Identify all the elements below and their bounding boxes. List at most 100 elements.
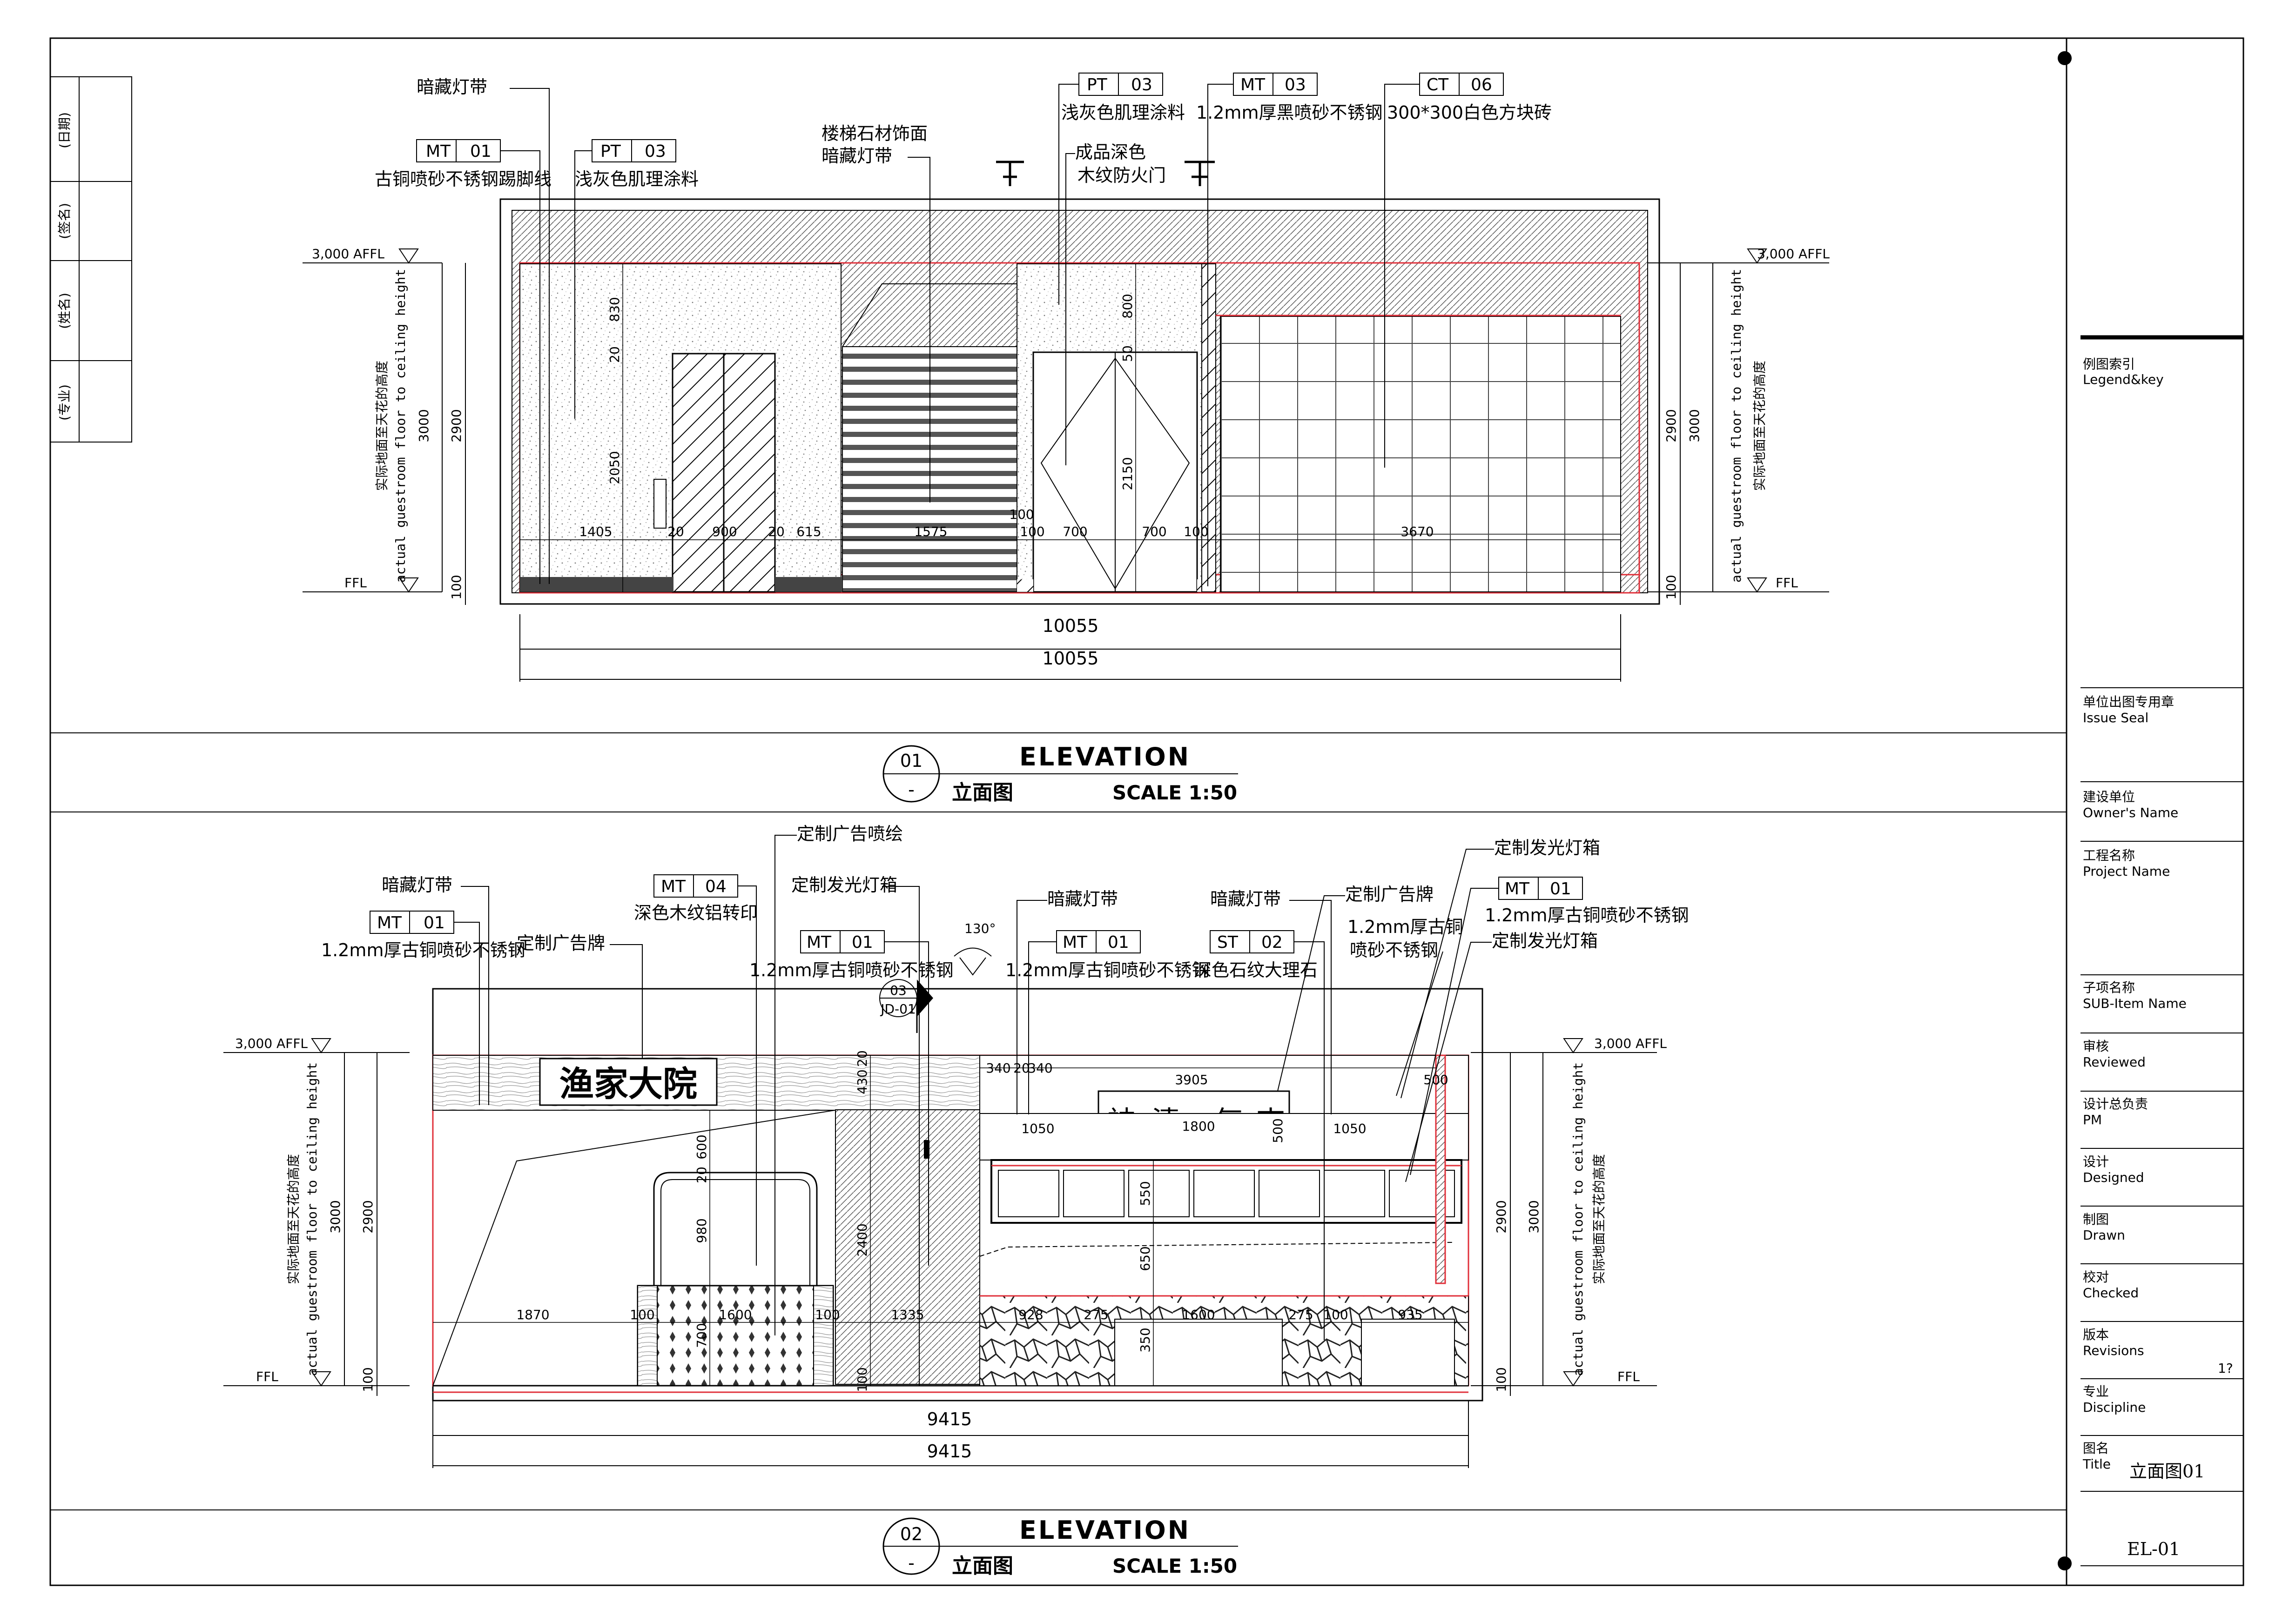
elev02-number: 02 (900, 1524, 922, 1544)
discipline-label: 专业 (2083, 1384, 2109, 1399)
owner-label-en: Owner's Name (2083, 805, 2178, 820)
elev01-annotations: 暗藏灯带 MT 01 古铜喷砂不锈钢踢脚线 PT 03 浅灰色肌理涂料 楼梯石材… (375, 73, 1552, 586)
elev01-light-strip: 暗藏灯带 (417, 77, 487, 97)
elevation1-dims-d700b: 700 (1142, 524, 1166, 539)
elevation2-height-cn: 实际地面至天花的高度 (286, 1154, 301, 1284)
elevation2-height-en: actual guestroom floor to ceiling height (1570, 1062, 1586, 1376)
elevation2-labels-ad-sign: 定制广告牌 (517, 933, 605, 953)
elev02-subtitle: 立面图 (952, 1554, 1013, 1578)
elevation2-labels-st02-tag: ST (1217, 933, 1239, 952)
elev01-mt03-desc: 1.2mm厚黑喷砂不锈钢 (1196, 102, 1382, 123)
elevation2-labels-ad-paint: 定制广告喷绘 (797, 824, 903, 844)
elev01-pt03a-desc: 浅灰色肌理涂料 (575, 169, 699, 189)
elevation2-dims-d350: 350 (1138, 1328, 1153, 1352)
elevation2-labels-mt01-desc: 1.2mm厚古铜喷砂不锈钢 (321, 940, 525, 960)
elevation2-labels-st02-num: 02 (1261, 933, 1283, 952)
project-label: 工程名称 (2083, 848, 2135, 863)
elevation2-labels-lightbox3: 定制发光灯箱 (1492, 931, 1598, 951)
drawn-label: 制图 (2083, 1212, 2109, 1227)
elevation2-labels-st02-desc: 深色石纹大理石 (1194, 960, 1318, 980)
elevation2-dims-d100: 100 (630, 1307, 654, 1322)
elevation2-labels-mt01b-desc: 1.2mm厚古铜喷砂不锈钢 (749, 960, 953, 980)
elev02-section-ref: JD-01 (880, 1001, 916, 1017)
elev01-left-dims: 3,000 AFFL FFL 2900 3000 100 实际地面至天花的高度 … (303, 246, 466, 605)
elevation1-dims-d2050: 2050 (607, 451, 622, 484)
elevation1-dims-d3670: 3670 (1400, 524, 1434, 539)
elevation1-dims-d800: 800 (1120, 294, 1135, 318)
elev01-subtitle: 立面图 (952, 781, 1013, 805)
project-label-en: Project Name (2083, 864, 2170, 879)
elevation1-dims-d615: 615 (796, 524, 821, 539)
elev02-section-num: 03 (890, 983, 907, 998)
elevation2-dims-d430: 430 (855, 1069, 870, 1094)
title-label-en: Title (2082, 1456, 2111, 1472)
elevation2-dims-d1870: 1870 (516, 1307, 549, 1322)
elevation2-dims-d20: 20 (694, 1167, 709, 1183)
elev01-dash: - (908, 779, 915, 800)
legend-label-en: Legend&key (2083, 372, 2164, 387)
elevation2-dims-d700: 700 (694, 1323, 709, 1348)
elevation1-dims-d100c: 100 (1009, 507, 1034, 522)
drawing-title-value: 立面图01 (2129, 1461, 2205, 1482)
elev01-ffl-right: FFL (1776, 575, 1798, 590)
elev02-right-dims: 3,000 AFFL FFL 2900 3000 100 actual gues… (1471, 1036, 1667, 1396)
elevation1-dims-d100: 100 (1020, 524, 1044, 539)
elevation2-dims-h100: 100 (360, 1367, 376, 1392)
sub-item-label: 子项名称 (2083, 980, 2135, 995)
reviewed-label: 审核 (2083, 1039, 2109, 1054)
sign-date: (日期) (57, 112, 72, 148)
owner-label: 建设单位 (2083, 789, 2135, 805)
elev02-total-dim-2: 9415 (927, 1441, 972, 1462)
reviewed-label-en: Reviewed (2083, 1054, 2146, 1070)
elev01-height-en-right: actual guestroom floor to ceiling height (1729, 269, 1744, 583)
elev01-title-text: ELEVATION (1019, 742, 1191, 771)
elevation2-labels-mt01c-desc: 1.2mm厚古铜喷砂不锈钢 (1005, 960, 1209, 980)
elev02-sign-text: 渔家大院 (559, 1064, 697, 1104)
elevation2-dims-d600: 600 (694, 1134, 709, 1159)
elevation2-dims-d100c: 100 (855, 1367, 870, 1392)
sheet-number: EL-01 (2127, 1539, 2180, 1559)
elevation2-dims-d275b: 275 (1288, 1307, 1313, 1322)
elev02-left-dims: 3,000 AFFL FFL 2900 3000 100 实际地面至天花的高度 … (223, 1036, 410, 1396)
elev01-h100-right: 100 (1663, 575, 1679, 599)
elevation1-dims-d900: 900 (712, 524, 737, 539)
elevation2-labels-mt01b-tag: MT (807, 933, 832, 952)
elev02-title-text: ELEVATION (1019, 1516, 1191, 1545)
elev01-affl-right: 3,000 AFFL (1757, 246, 1830, 262)
elevation2-dims-d1050b: 1050 (1333, 1121, 1366, 1136)
elev02-ffl-right: FFL (1617, 1369, 1640, 1384)
elevation1-dims-d50: 50 (1120, 345, 1135, 362)
elev01-h3000-left: 3000 (416, 409, 431, 442)
elevation2-dims-d1335: 1335 (891, 1307, 924, 1322)
elevation-02: 渔家大院 神 清 气 爽 (223, 824, 1689, 1578)
elev02-internal-dims: 1870 100 1600 100 1335 928 275 1600 275 … (433, 1050, 1468, 1392)
elev01-door-2: 木纹防火门 (1077, 165, 1166, 186)
elev02-title: 02 - ELEVATION 立面图 SCALE 1:50 (882, 1516, 1238, 1578)
elevation2-dims-d550: 550 (1138, 1181, 1153, 1206)
elev02-affl-left: 3,000 AFFL (235, 1036, 308, 1051)
elev01-h2900-right: 2900 (1663, 409, 1679, 442)
elev02-annotations: 暗藏灯带 MT 01 1.2mm厚古铜喷砂不锈钢 定制广告牌 MT 04 深色木… (321, 824, 1689, 1340)
elevation2-dims-d340a: 340 (986, 1060, 1010, 1076)
elev01-scale: SCALE 1:50 (1112, 781, 1237, 804)
elev01-right-dims: 3,000 AFFL FFL 2900 3000 100 actual gues… (1648, 246, 1830, 605)
elev02-ffl-left: FFL (256, 1369, 278, 1384)
elevation2-labels-light-strip2: 暗藏灯带 (1047, 889, 1118, 909)
checked-label: 校对 (2083, 1269, 2109, 1285)
elevation2-dims-d980: 980 (694, 1218, 709, 1243)
elevation1-labels-mt03-num: 03 (1285, 75, 1306, 94)
elevation2-dims-d1600: 1600 (719, 1307, 752, 1322)
elev01-height-cn-right: 实际地面至天花的高度 (1752, 361, 1767, 491)
elevation2-dims-d1600b: 1600 (1182, 1307, 1215, 1322)
elevation2-dims-d20b: 20 (855, 1050, 870, 1067)
elevation1-dims-d100b: 100 (1184, 524, 1208, 539)
elevation2-dims-d340b: 340 (1028, 1060, 1052, 1076)
elev01-total-dim: 10055 (1043, 616, 1099, 636)
discipline-label-en: Discipline (2083, 1400, 2146, 1415)
elevation2-labels-mt01c-tag: MT (1063, 933, 1088, 952)
issue-seal-label: 单位出图专用章 (2083, 694, 2174, 710)
elevation2-labels-mt01-num: 01 (424, 913, 445, 932)
drawn-label-en: Drawn (2083, 1227, 2125, 1243)
elevation2-dims-d1050a: 1050 (1021, 1121, 1054, 1136)
